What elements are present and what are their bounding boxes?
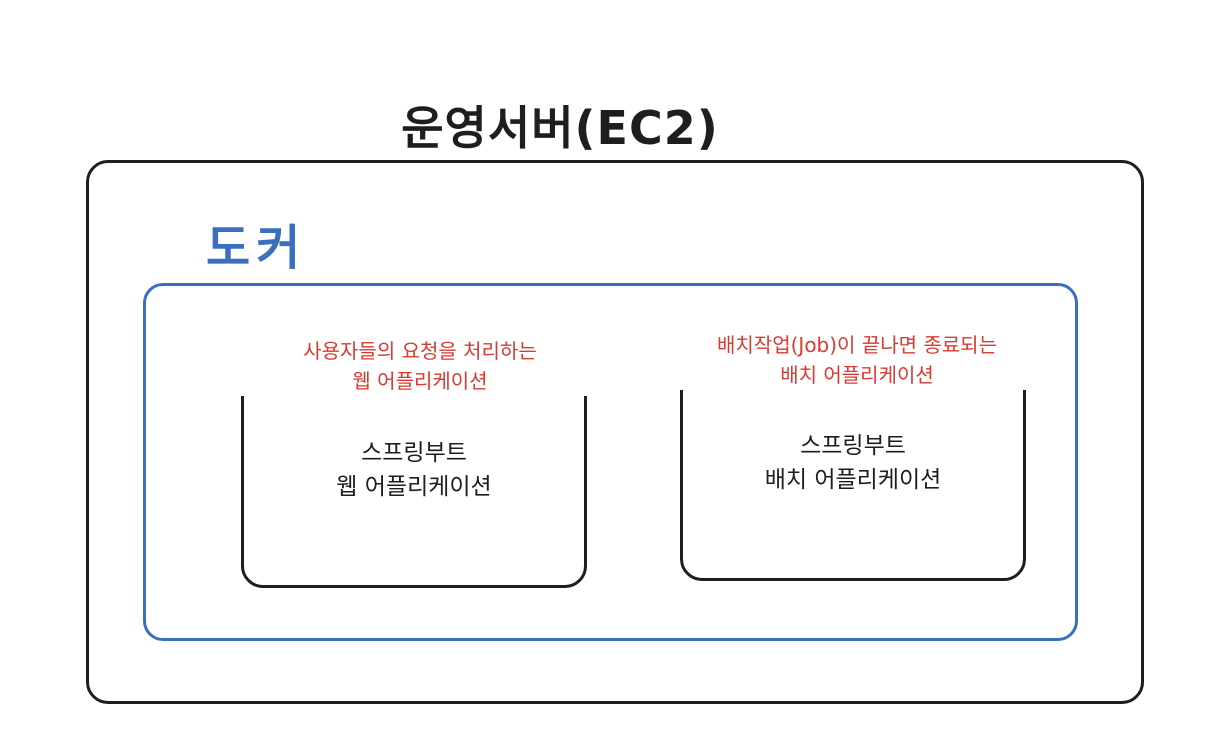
web-application-annotation: 사용자들의 요청을 처리하는 웹 어플리케이션 <box>230 336 610 396</box>
batch-annotation-line-1: 배치작업(Job)이 끝나면 종료되는 <box>717 333 997 357</box>
batch-annotation-line-2: 배치 어플리케이션 <box>780 363 934 387</box>
batch-application-annotation: 배치작업(Job)이 끝나면 종료되는 배치 어플리케이션 <box>650 330 1064 390</box>
server-container <box>86 160 1144 704</box>
web-annotation-line-2: 웹 어플리케이션 <box>352 369 488 393</box>
web-application-label: 스프링부트 웹 어플리케이션 <box>241 436 587 504</box>
batch-app-label-line-2: 배치 어플리케이션 <box>764 467 942 493</box>
web-annotation-line-1: 사용자들의 요청을 처리하는 <box>303 339 537 363</box>
batch-application-label: 스프링부트 배치 어플리케이션 <box>680 429 1026 497</box>
docker-title: 도커 <box>206 220 307 276</box>
web-app-label-line-2: 웹 어플리케이션 <box>336 474 492 500</box>
batch-app-label-line-1: 스프링부트 <box>800 433 906 459</box>
docker-container <box>143 283 1078 641</box>
web-app-label-line-1: 스프링부트 <box>361 440 467 466</box>
server-title: 운영서버(EC2) <box>401 101 719 155</box>
